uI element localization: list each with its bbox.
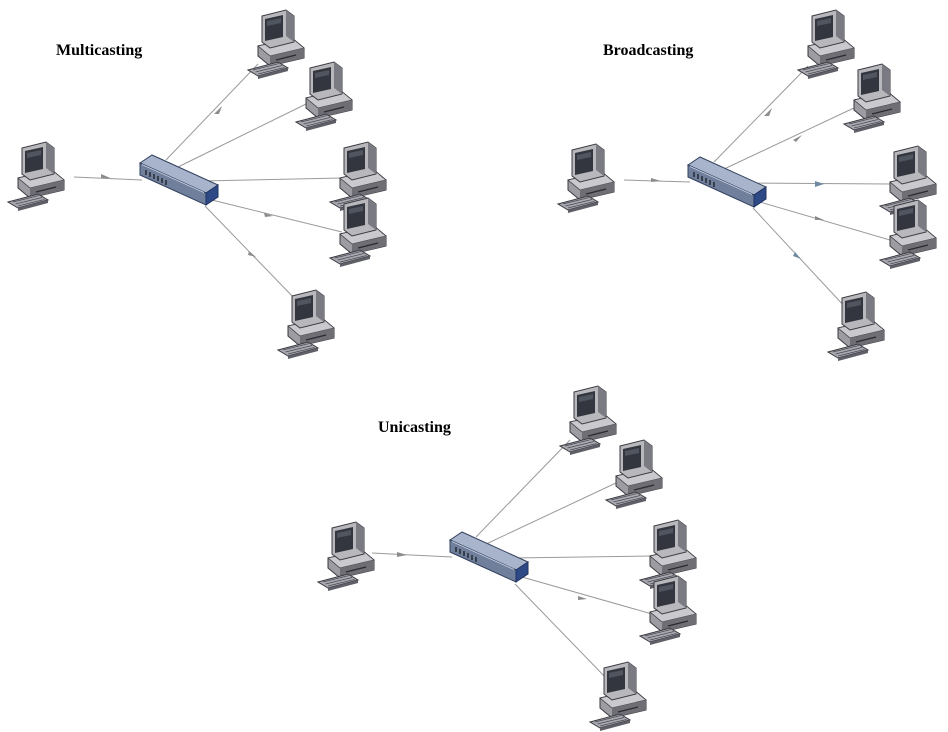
destination-computer — [639, 575, 697, 646]
network-switch — [139, 154, 219, 206]
network-switch — [687, 156, 767, 208]
desktop-computer-icon — [247, 9, 305, 80]
destination-computer — [247, 9, 305, 80]
arrow-head — [214, 106, 222, 114]
destination-computer — [295, 61, 353, 132]
destination-link — [211, 199, 343, 233]
desktop-computer-icon — [639, 575, 697, 646]
desktop-computer-icon — [797, 9, 855, 80]
desktop-computer-icon — [827, 291, 885, 362]
arrow-head — [264, 213, 273, 217]
desktop-computer-icon — [559, 385, 617, 456]
arrow-head — [793, 135, 802, 142]
destination-computer — [329, 197, 387, 268]
desktop-computer-icon — [317, 521, 375, 592]
network-switch-icon — [449, 531, 529, 583]
source-computer — [317, 521, 375, 592]
desktop-computer-icon — [843, 63, 901, 134]
destination-computer — [277, 289, 335, 360]
arrow-head — [815, 181, 824, 187]
destination-computer — [827, 291, 885, 362]
source-computer — [557, 143, 615, 214]
broadcasting-title: Broadcasting — [603, 42, 693, 59]
unicasting-arrowheads — [397, 552, 587, 600]
desktop-computer-icon — [557, 143, 615, 214]
destination-link — [483, 481, 619, 546]
destination-link — [759, 201, 891, 241]
desktop-computer-icon — [605, 439, 663, 510]
destination-computer — [605, 439, 663, 510]
broadcasting-diagram: Broadcasting — [557, 9, 937, 362]
unicasting-diagram: Unicasting — [317, 385, 697, 732]
arrow-head — [815, 216, 824, 220]
unicasting-title: Unicasting — [378, 419, 451, 436]
arrow-head — [101, 174, 111, 179]
desktop-computer-icon — [329, 197, 387, 268]
network-switch — [449, 531, 529, 583]
desktop-computer-icon — [277, 289, 335, 360]
destination-computer — [843, 63, 901, 134]
desktop-computer-icon — [295, 61, 353, 132]
destination-link — [175, 103, 307, 169]
desktop-computer-icon — [589, 661, 647, 732]
multicasting-diagram: Multicasting — [7, 9, 387, 360]
destination-link — [199, 177, 343, 182]
destination-link — [475, 439, 571, 538]
destination-link — [521, 576, 653, 615]
destination-link — [514, 583, 609, 681]
destination-link — [165, 63, 259, 161]
source-link — [371, 552, 453, 558]
unicasting-links — [371, 439, 653, 681]
destination-computer — [797, 9, 855, 80]
broadcasting-arrowheads — [651, 108, 824, 259]
network-switch-icon — [139, 154, 219, 206]
multicasting-title: Multicasting — [56, 42, 142, 59]
destination-link — [511, 555, 653, 559]
arrow-head — [651, 178, 661, 182]
arrow-head — [397, 552, 407, 557]
arrow-head — [248, 251, 256, 257]
destination-link — [713, 65, 809, 163]
destination-link — [721, 106, 857, 171]
network-switch-icon — [687, 156, 767, 208]
desktop-computer-icon — [7, 141, 65, 212]
source-computer — [7, 141, 65, 212]
arrow-head — [764, 108, 772, 116]
arrow-head — [793, 252, 801, 259]
arrow-head — [578, 596, 587, 600]
source-link — [73, 176, 143, 181]
multicasting-arrowheads — [101, 106, 273, 257]
destination-computer — [589, 661, 647, 732]
destination-computer — [559, 385, 617, 456]
